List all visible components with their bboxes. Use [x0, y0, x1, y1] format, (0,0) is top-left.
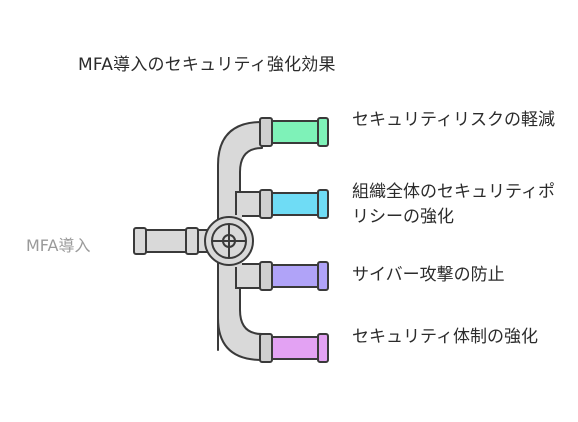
valve	[204, 216, 254, 266]
input-pipe	[133, 227, 213, 255]
outcome-policy-strengthening: 組織全体のセキュリティポリシーの強化	[352, 182, 555, 227]
source-label: MFA導入	[26, 236, 91, 255]
outcome-security-posture: セキュリティ体制の強化	[352, 327, 538, 347]
outlet-pipe-3	[259, 261, 329, 291]
outcome-attack-prevention: サイバー攻撃の防止	[352, 265, 505, 285]
outlet-pipe-2	[259, 189, 329, 219]
diagram-title: MFA導入のセキュリティ強化効果	[78, 55, 336, 75]
outcome-risk-reduction: セキュリティリスクの軽減	[352, 110, 555, 130]
outlet-pipe-1	[259, 117, 329, 147]
outlet-pipe-4	[259, 333, 329, 363]
